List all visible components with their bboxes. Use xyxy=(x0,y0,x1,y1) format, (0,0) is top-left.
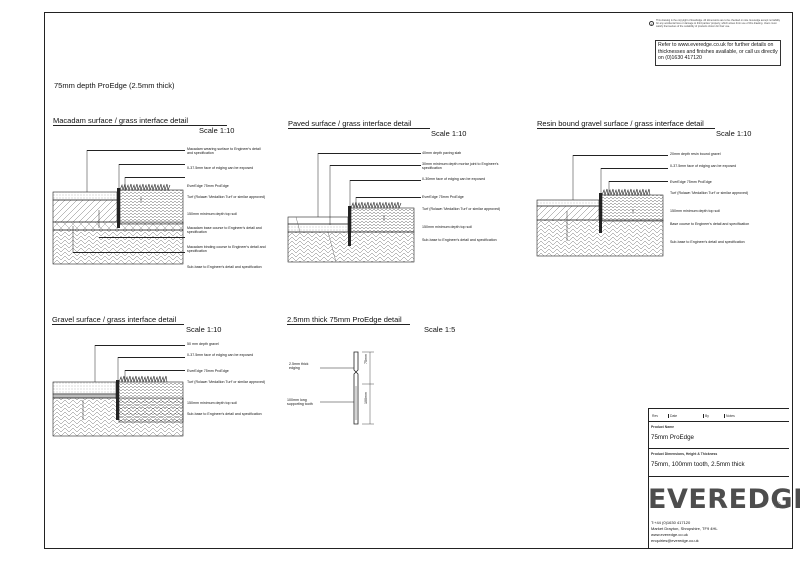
everedge-logo: EVEREDGE xyxy=(648,484,800,515)
by-header: By xyxy=(703,414,709,418)
resin-label-1: 20mm depth resin bound gravel xyxy=(670,152,721,156)
macadam-label-2: 0-37.5mm face of edging can be exposed xyxy=(187,166,254,170)
resin-label-4: Turf (Rolawn 'Medallion Turf' or similar… xyxy=(670,191,749,195)
paved-label-6: 150mm minimum depth top soil xyxy=(422,225,472,229)
rev-header: Rev xyxy=(652,414,659,418)
macadam-title: Macadam surface / grass interface detail xyxy=(53,116,189,125)
resin-label-7: Sub-base to Engineer's detail and specif… xyxy=(670,240,745,244)
proedge-label-edging: 2.5mm thick edging xyxy=(289,362,309,371)
paved-section-drawing xyxy=(287,153,415,263)
macadam-label-6: Macadam base course to Engineer's detail… xyxy=(187,226,262,235)
resin-title-underline xyxy=(537,128,715,129)
paved-label-3: 0-30mm face of edging can be exposed xyxy=(422,177,486,181)
gravel-label-4: Turf (Rolawn 'Medallion Turf' or similar… xyxy=(187,380,266,384)
title-block-divider-1 xyxy=(648,448,789,449)
gravel-section-drawing xyxy=(52,345,184,437)
gravel-label-3: EverEdge 75mm ProEdge xyxy=(187,369,229,373)
page-title: 75mm depth ProEdge (2.5mm thick) xyxy=(54,81,175,90)
paved-label-5: Turf (Rolawn 'Medallion Turf' or similar… xyxy=(422,207,501,211)
gravel-label-5: 150mm minimum depth top soil xyxy=(187,401,237,405)
copyright-icon: c xyxy=(649,21,654,26)
gravel-label-6: Sub-base to Engineer's detail and specif… xyxy=(187,412,262,416)
notes-header: Notes xyxy=(724,414,735,418)
paved-title: Paved surface / grass interface detail xyxy=(288,119,412,128)
contact-email[interactable]: enquiries@everedge.co.uk xyxy=(651,538,699,543)
paved-label-7: Sub-base to Engineer's detail and specif… xyxy=(422,238,497,242)
resin-title: Resin bound gravel surface / grass inter… xyxy=(537,119,704,128)
resin-label-5: 150mm minimum depth top soil xyxy=(670,209,720,213)
proedge-dim-top: 75mm xyxy=(364,354,368,364)
product-dims-label: Product Dimensions, Height & Thickness xyxy=(651,452,718,456)
gravel-label-1: 50 mm depth gravel xyxy=(187,342,219,346)
macadam-label-8: Sub-base to Engineer's detail and specif… xyxy=(187,265,262,269)
gravel-title: Gravel surface / grass interface detail xyxy=(52,315,177,324)
title-block xyxy=(648,408,789,548)
paved-label-4: EverEdge 75mm ProEdge xyxy=(422,195,464,199)
gravel-title-underline xyxy=(52,324,184,325)
disclaimer-text: This drawing is the copyright of EverEdg… xyxy=(656,19,780,28)
paved-scale: Scale 1:10 xyxy=(431,129,467,138)
contact-line-2: Market Drayton, Shropshire, TF9 4HL xyxy=(651,526,718,531)
note-box: Refer to www.everedge.co.uk for further … xyxy=(655,40,781,66)
registered-mark-icon: ® xyxy=(774,500,781,510)
product-dims: 75mm, 100mm tooth, 2.5mm thick xyxy=(651,461,745,468)
product-name: 75mm ProEdge xyxy=(651,434,694,441)
macadam-title-underline xyxy=(53,125,227,126)
drawing-sheet xyxy=(44,12,793,549)
macadam-label-7: Macadam binding course to Engineer's det… xyxy=(187,245,266,254)
date-header: Date xyxy=(668,414,678,418)
resin-label-3: EverEdge 75mm ProEdge xyxy=(670,180,712,184)
paved-label-1: 40mm depth paving slab xyxy=(422,151,462,155)
proedge-dim-bottom: 100mm xyxy=(364,392,368,404)
contact-website[interactable]: www.everedge.co.uk xyxy=(651,532,688,537)
proedge-profile-drawing xyxy=(320,351,374,425)
revision-row: Rev Date By Notes xyxy=(648,411,789,422)
macadam-label-5: 150mm minimum depth top soil xyxy=(187,212,237,216)
macadam-scale: Scale 1:10 xyxy=(199,126,235,135)
macadam-label-1: Macadam wearing surface to Engineer's de… xyxy=(187,147,261,156)
resin-section-drawing xyxy=(536,155,664,257)
proedge-title-underline xyxy=(287,324,410,325)
gravel-label-2: 0-37.5mm face of edging can be exposed xyxy=(187,353,254,357)
proedge-scale: Scale 1:5 xyxy=(424,325,456,334)
macadam-label-3: EverEdge 75mm ProEdge xyxy=(187,184,229,188)
macadam-section-drawing xyxy=(52,150,184,265)
gravel-scale: Scale 1:10 xyxy=(186,325,222,334)
paved-label-2: 30mm minimum depth mortar joint to Engin… xyxy=(422,162,499,171)
resin-label-2: 0-37.5mm face of edging can be exposed xyxy=(670,164,737,168)
resin-label-6: Base course to Engineer's detail and spe… xyxy=(670,222,750,226)
proedge-label-tooth: 100mm long supporting tooth xyxy=(287,398,313,407)
product-name-label: Product Name xyxy=(651,425,674,429)
title-block-divider-2 xyxy=(648,476,789,477)
proedge-title: 2.5mm thick 75mm ProEdge detail xyxy=(287,315,402,324)
paved-title-underline xyxy=(288,128,430,129)
resin-scale: Scale 1:10 xyxy=(716,129,752,138)
macadam-label-4: Turf (Rolawn 'Medallion Turf' or similar… xyxy=(187,195,266,199)
contact-line-1: T:+44 (0)1630 417120 xyxy=(651,520,691,525)
